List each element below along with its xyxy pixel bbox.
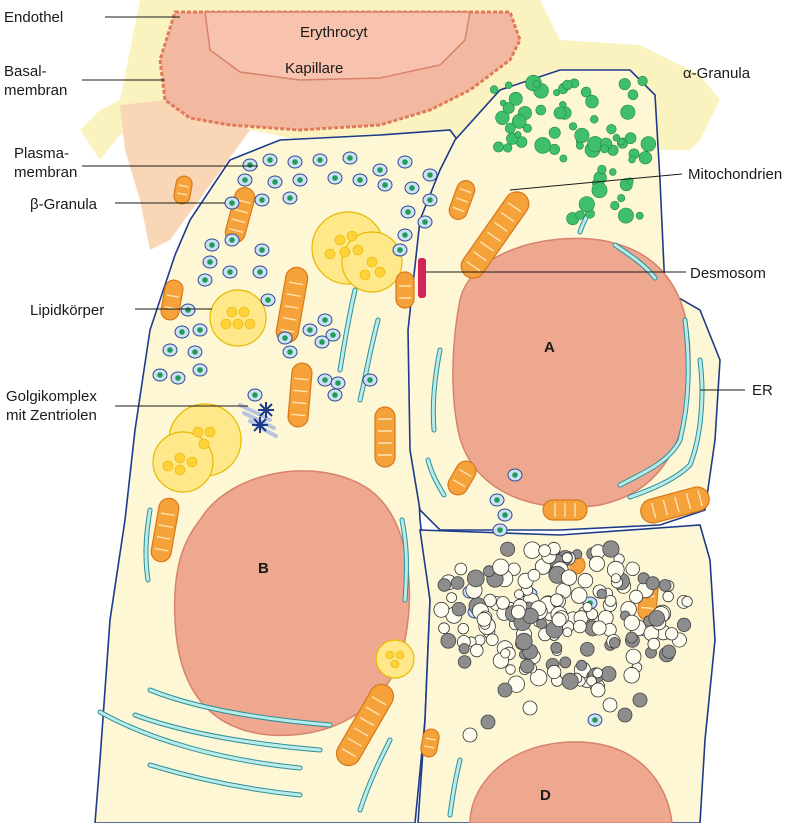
label-er: ER	[752, 382, 773, 399]
label-plasmamembran-1: Plasma-	[14, 145, 69, 162]
label-mitochondrien: Mitochondrien	[688, 166, 782, 183]
label-lipidkoerper: Lipidkörper	[30, 302, 104, 319]
label-alpha-granula: α-Granula	[683, 65, 751, 82]
label-basalmembran-1: Basal-	[4, 63, 47, 80]
label-basalmembran-2: membran	[4, 82, 67, 99]
cell-b-label: B	[258, 560, 269, 577]
label-golgi-1: Golgikomplex	[6, 388, 97, 405]
centriole-1	[258, 402, 274, 418]
label-desmosom: Desmosom	[690, 265, 766, 282]
label-endothel: Endothel	[4, 9, 63, 26]
cell-a-label: A	[544, 339, 555, 356]
desmosome	[418, 258, 426, 298]
kapillare-label: Kapillare	[285, 60, 343, 77]
cell-d-label: D	[540, 787, 551, 804]
label-beta-granula: β-Granula	[30, 196, 98, 213]
erythrocyt-label: Erythrocyt	[300, 24, 368, 41]
centriole-2	[252, 417, 268, 433]
label-plasmamembran-2: membran	[14, 164, 77, 181]
label-golgi-2: mit Zentriolen	[6, 407, 97, 424]
